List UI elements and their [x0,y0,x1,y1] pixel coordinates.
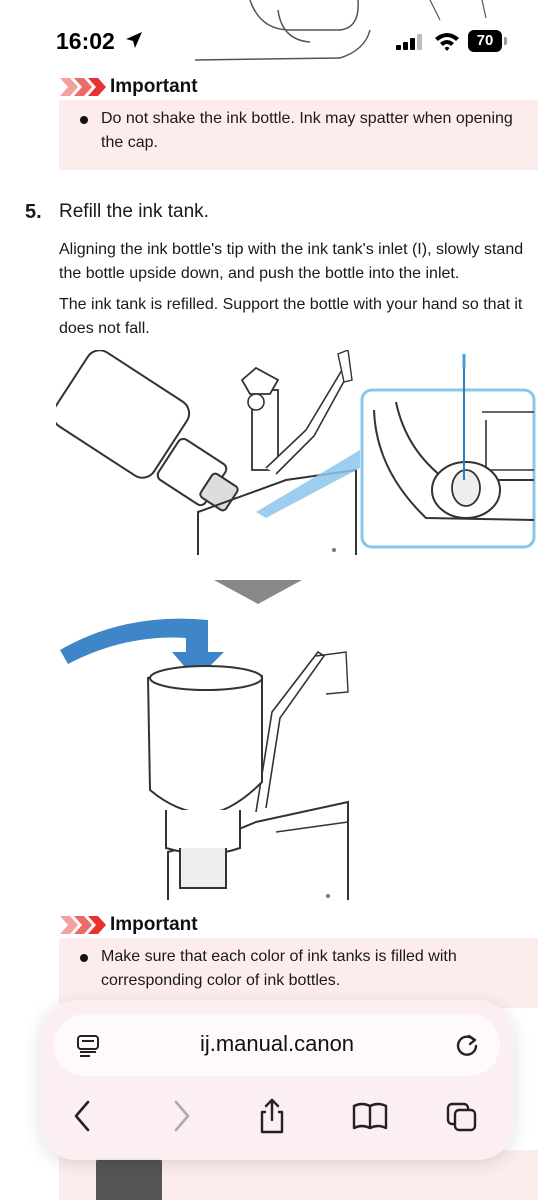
important-box [59,938,538,1008]
important-title: Important [110,914,198,935]
refill-illustration-upright [60,618,349,900]
important-title: Important [110,76,198,97]
wifi-icon [435,33,459,51]
important-chevrons-icon [60,916,106,934]
refill-illustration-tilted [56,350,536,555]
step-title: Refill the ink tank. [59,201,209,222]
bullet-dot [80,954,88,962]
step-paragraph: Aligning the ink bottle's tip with the i… [59,241,524,282]
status-bar: 16:02 70 [0,0,554,80]
ink-tank-illustration-partial [96,1158,162,1200]
share-icon[interactable] [256,1098,288,1134]
reload-icon[interactable] [454,1032,480,1058]
cellular-signal-icon [396,34,422,50]
down-arrow-icon [214,580,302,604]
location-arrow-icon [126,32,142,48]
important-heading: Important [60,912,198,938]
bookmarks-icon[interactable] [352,1098,388,1134]
battery-icon: 70 [468,30,508,52]
browser-toolbar: ij.manual.canon [40,1000,514,1160]
important-chevrons-icon [60,78,106,96]
reader-icon[interactable] [76,1033,100,1057]
important-heading: Important [60,74,198,100]
important-text: Do not shake the ink bottle. Ink may spa… [101,110,513,151]
back-icon[interactable] [68,1098,100,1134]
battery-level: 70 [468,30,502,52]
bullet-dot [80,116,88,124]
step-number: 5. [25,201,42,223]
address-bar[interactable]: ij.manual.canon [54,1014,500,1076]
important-box [59,100,538,170]
status-time: 16:02 [56,28,115,54]
url-text[interactable]: ij.manual.canon [199,1031,355,1056]
printer-top-illustration [194,0,487,61]
forward-icon[interactable] [164,1098,196,1134]
step-paragraph: The ink tank is refilled. Support the bo… [59,296,523,337]
important-text: Make sure that each color of ink tanks i… [101,948,457,989]
tabs-icon[interactable] [446,1098,478,1134]
